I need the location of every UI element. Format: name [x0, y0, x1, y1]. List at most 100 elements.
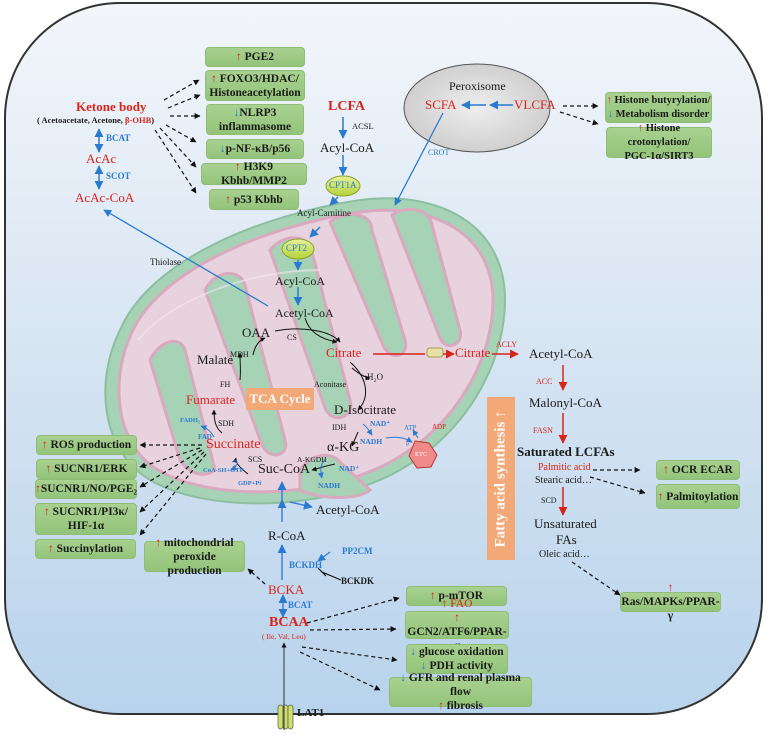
- up-arrow-icon: ↑: [438, 700, 444, 712]
- bckdk-label: BCKDK: [341, 576, 375, 586]
- effect-box-succinylation: ↑ Succinylation: [35, 539, 136, 559]
- up-arrow-icon: ↑: [211, 72, 217, 85]
- fad-label: FAD: [198, 433, 212, 441]
- effect-text: SUCNR1/ERK: [54, 463, 128, 475]
- effect-box-nfkb: ↓p-NF-κB/p56: [206, 139, 304, 159]
- ketone-body-title: Ketone body: [76, 99, 147, 114]
- lcfa-label: LCFA: [328, 99, 366, 114]
- acetyl-coa-bottom-label: Acetyl-CoA: [316, 502, 380, 517]
- effect-text: FOXO3/HDAC/: [219, 72, 299, 85]
- tca-cycle-label: TCA Cycle: [246, 388, 314, 410]
- citrate-cyto-label: Citrate: [455, 345, 491, 360]
- effect-text: FAO: [450, 598, 473, 610]
- peroxisome-title: Peroxisome: [449, 79, 506, 93]
- up-arrow-icon: ↑: [441, 598, 448, 610]
- effect-text: glucose oxidation: [418, 646, 504, 658]
- down-arrow-icon: ↓: [607, 108, 613, 120]
- stearic-acid-label: Stearic acid…: [535, 475, 592, 486]
- fatty-acid-synthesis-label: Fatty acid synthesis ↑: [492, 409, 509, 548]
- effect-box-sucnr1-no: ↑SUCNR1/NO/PGE₂: [35, 479, 137, 499]
- up-arrow-icon: ↑: [225, 193, 231, 206]
- effect-text: mitochondrial: [163, 536, 234, 549]
- lat1-transporter: [277, 704, 294, 730]
- effect-box-histone-butyrylation: ↑ Histone butyrylation/↓ Metabolism diso…: [605, 92, 712, 123]
- fas-label: FAs: [556, 532, 577, 547]
- down-arrow-icon: ↓: [420, 660, 427, 672]
- atp-label: ATP: [404, 424, 417, 432]
- down-arrow-icon: ↓: [219, 143, 226, 155]
- up-arrow-icon: ↑: [47, 543, 54, 555]
- effect-text-line2: Metabolism disorder: [615, 108, 710, 120]
- malonyl-coa-label: Malonyl-CoA: [529, 395, 602, 410]
- effect-box-pge2: ↑ PGE2: [205, 47, 305, 67]
- effect-text: p53 Kbhb: [233, 193, 283, 206]
- oleic-acid-label: Oleic acid…: [539, 549, 590, 560]
- thiolase-label: Thiolase: [150, 257, 181, 267]
- bckdh-enzyme: BCKDH: [289, 560, 323, 570]
- up-arrow-icon: ↑: [155, 536, 162, 549]
- scs-enzyme: SCS: [248, 455, 263, 464]
- down-arrow-icon: ↓: [233, 106, 240, 119]
- citrate-mito-label: Citrate: [326, 345, 362, 360]
- acetyl-coa-mito-label: Acetyl-CoA: [275, 306, 334, 320]
- effect-text: NLRP3: [239, 106, 277, 119]
- up-arrow-icon: ↑: [235, 51, 242, 63]
- effect-text: p-NF-κB/p56: [225, 143, 291, 155]
- scfa-label: SCFA: [425, 97, 457, 112]
- effect-box-sucnr1-pi3k: ↑ SUCNR1/PI3κ/HIF-1α: [35, 503, 137, 535]
- idh-enzyme: IDH: [332, 423, 347, 432]
- acyl-coa-mito-label: Acyl-CoA: [275, 274, 325, 288]
- palmitic-acid-label: Palmitic acid: [538, 462, 591, 473]
- acetyl-coa-cyto-label: Acetyl-CoA: [529, 346, 593, 361]
- effect-text: Succinylation: [56, 543, 124, 555]
- scd-enzyme: SCD: [541, 496, 557, 505]
- effect-text-line2: PDH activity: [429, 660, 494, 672]
- aconitase-enzyme: Aconitase: [314, 380, 346, 389]
- effect-text: Histone butyrylation/: [614, 94, 711, 106]
- effect-box-foxo3: ↑ FOXO3/HDAC/Histoneacetylation: [205, 70, 305, 101]
- succinate-label: Succinate: [206, 437, 261, 452]
- bcaa-subtitle: ( Ile, Val, Leu): [262, 632, 306, 641]
- effect-text-line2: peroxide production: [167, 550, 222, 577]
- pp2cm-label: PP2CM: [342, 546, 373, 556]
- oaa-label: OAA: [242, 325, 271, 340]
- acly-enzyme: ACLY: [496, 340, 517, 349]
- acyl-carnitine-label: Acyl-Carnitine: [297, 208, 351, 218]
- effect-text-line2: HIF-1α: [67, 520, 105, 532]
- cpt2-transporter: [281, 238, 315, 260]
- vlcfa-label: VLCFA: [514, 97, 556, 112]
- effect-text: H3K9 Kbhb/MMP2: [221, 161, 287, 187]
- malate-label: Malate: [197, 352, 234, 367]
- unsaturated-label: Unsaturated: [534, 516, 597, 531]
- effect-box-gfr: ↓ GFR and renal plasma flow↑ fibrosis: [389, 672, 532, 712]
- scot-enzyme: SCOT: [106, 171, 131, 181]
- nadh-label-1: NADH: [360, 437, 383, 446]
- nad-label-2: NAD⁺: [339, 464, 360, 473]
- nadh-label-2: NADH: [318, 481, 341, 490]
- electron-label: e⁻: [406, 440, 413, 448]
- up-arrow-icon: ↑: [429, 590, 436, 602]
- cs-enzyme: CS: [287, 333, 297, 342]
- effect-text: GFR and renal plasma flow: [408, 672, 521, 698]
- fatty-acid-synthesis-bar: Fatty acid synthesis ↑: [487, 397, 515, 560]
- up-arrow-icon: ↑: [45, 463, 52, 475]
- up-arrow-icon: ↑: [667, 582, 674, 594]
- effect-text: PGE2: [244, 51, 274, 63]
- effect-box-ocr-ecar: ↑ OCR ECAR: [656, 460, 740, 480]
- fadh2-label: FADH₂: [180, 417, 200, 424]
- ketone-subtitle-suffix: ): [151, 115, 155, 125]
- acsl-enzyme: ACSL: [352, 121, 374, 131]
- effect-text-line2: Histoneacetylation: [209, 86, 301, 99]
- effect-text-line2: inflammasome: [218, 120, 292, 133]
- h2o-label: H₂O: [367, 372, 384, 382]
- acac-label: AcAc: [86, 151, 117, 166]
- cpt2-label: CPT2: [286, 243, 308, 253]
- alpha-kg-label: α-KG: [327, 440, 360, 455]
- up-arrow-icon: ↑: [454, 612, 460, 624]
- r-coa-label: R-CoA: [268, 528, 306, 543]
- effect-box-sucnr1-erk: ↑ SUCNR1/ERK: [36, 459, 137, 479]
- suc-coa-label: Suc-CoA: [258, 462, 311, 477]
